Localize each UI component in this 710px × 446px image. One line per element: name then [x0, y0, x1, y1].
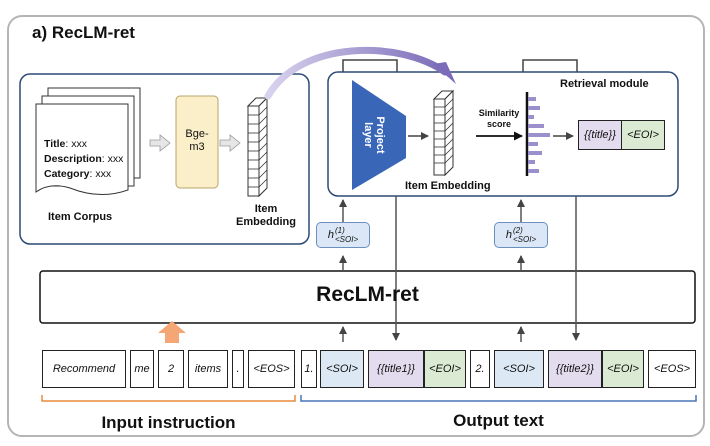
output-text-label: Output text — [453, 411, 544, 430]
input-token: 2 — [158, 350, 184, 388]
corpus-embedding-label: Item Embedding — [226, 203, 306, 229]
retrieved-title-token: {{title}} — [578, 120, 622, 150]
output-token-title: {{title1}} — [368, 350, 424, 388]
hidden-state-sub: <SOI> — [335, 235, 359, 244]
reclm-model-box — [39, 270, 696, 324]
retrieval-module-title: Retrieval module — [560, 78, 649, 90]
input-token: . — [232, 350, 244, 388]
output-token: <EOS> — [648, 350, 696, 388]
encoder-label-line: m3 — [189, 141, 205, 153]
output-token-soi: <SOI> — [494, 350, 544, 388]
output-token-soi: <SOI> — [320, 350, 364, 388]
output-token-eoi: <EOI> — [602, 350, 644, 388]
token-to-model-arrows — [339, 326, 525, 342]
output-token: 1. — [301, 350, 317, 388]
hidden-state-sup: (2) — [513, 226, 523, 235]
retrieved-eoi-token: <EOI> — [621, 120, 665, 150]
project-layer-label: Project layer — [362, 95, 386, 175]
top-bracket-right — [522, 59, 578, 72]
project-layer-label-line: layer — [362, 122, 374, 148]
hidden-state-indices: (2)<SOI> — [513, 226, 536, 244]
item-embedding-stack-corpus — [246, 96, 269, 198]
hidden-state-arrows — [339, 199, 525, 271]
corpus-embedding-label-line: Embedding — [236, 216, 296, 228]
output-token-eoi: <EOI> — [424, 350, 466, 388]
similarity-label-line: score — [486, 119, 512, 129]
corpus-field: Description: xxx — [44, 153, 124, 165]
encoder-label: Bge- m3 — [176, 128, 218, 154]
hidden-state-sup: (1) — [335, 226, 345, 235]
input-brace — [41, 395, 296, 402]
similarity-score-bars — [525, 92, 550, 176]
input-up-arrow — [158, 321, 186, 343]
hidden-state-indices: (1)<SOI> — [335, 226, 358, 244]
outer-panel-frame — [7, 15, 705, 437]
input-token: items — [188, 350, 228, 388]
input-token: <EOS> — [248, 350, 295, 388]
similarity-label: Similarity score — [474, 108, 524, 130]
item-embedding-stack-retrieval — [432, 89, 455, 177]
corpus-embedding-label-line: Item — [254, 203, 278, 215]
retrieval-module-box — [327, 71, 679, 197]
project-layer-label-line: Project — [374, 116, 386, 154]
hidden-state-1: h(1)<SOI> — [316, 222, 370, 248]
input-token: Recommend — [42, 350, 126, 388]
curved-transfer-arrow — [264, 46, 456, 100]
corpus-field: Title: xxx — [44, 138, 87, 150]
output-brace — [300, 395, 697, 402]
project-layer-shape — [352, 80, 406, 190]
document-stack-icon — [35, 87, 141, 195]
item-corpus-label: Item Corpus — [48, 211, 113, 223]
input-instruction-label: Input instruction — [101, 413, 236, 432]
encoder-box — [175, 95, 219, 189]
input-token: me — [130, 350, 154, 388]
output-token-title: {{title2}} — [548, 350, 602, 388]
similarity-label-line: Similarity — [478, 108, 520, 118]
retrieval-output-arrows — [392, 196, 580, 341]
encoder-label-line: Bge- — [185, 128, 209, 140]
output-token: 2. — [470, 350, 490, 388]
corpus-field-list: Title: xxx Description: xxx Category: xx… — [44, 137, 123, 182]
corpus-flow-arrows — [149, 134, 241, 152]
retrieval-embedding-label: Item Embedding — [405, 180, 491, 192]
hidden-state-2: h(2)<SOI> — [494, 222, 548, 248]
corpus-field: Category: xxx — [44, 168, 112, 180]
hidden-state-base: h — [327, 229, 334, 241]
hidden-state-sub: <SOI> — [513, 235, 537, 244]
hidden-state-base: h — [505, 229, 512, 241]
panel-title: a) RecLM-ret — [32, 23, 135, 42]
model-label: RecLM-ret — [316, 283, 419, 306]
top-bracket-left — [342, 59, 398, 72]
